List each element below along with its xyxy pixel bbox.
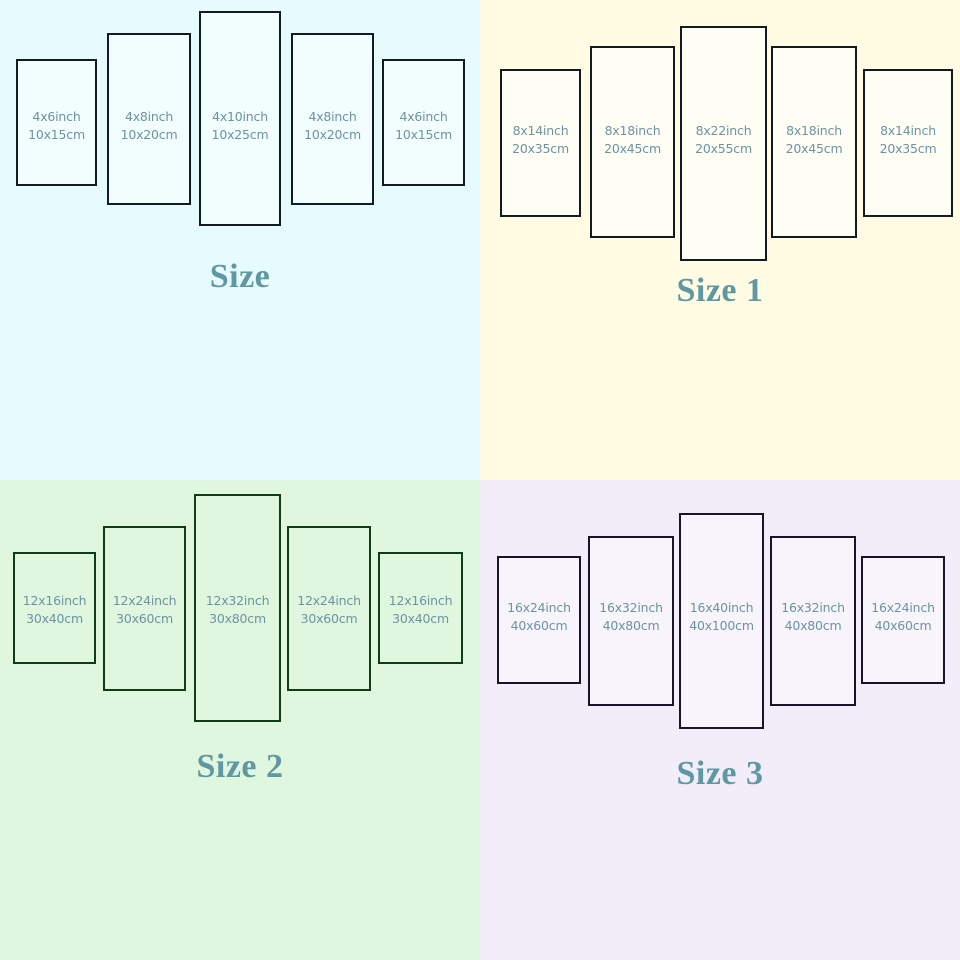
canvas-panel[interactable]: 12x32inch 30x80cm — [194, 494, 281, 722]
panel-size-cm: 10x15cm — [395, 126, 452, 142]
size-title-size-1: Size 1 — [676, 272, 764, 309]
canvas-panel[interactable]: 8x14inch 20x35cm — [863, 69, 953, 217]
canvas-panel[interactable]: 12x24inch 30x60cm — [287, 526, 371, 691]
panel-size-inch: 4x8inch — [124, 109, 174, 124]
panel-size-cm: 40x60cm — [510, 617, 568, 633]
panel-size-cm: 30x80cm — [209, 610, 266, 626]
panel-size-label: 4x10inch 10x25cm — [212, 108, 269, 144]
panel-size-label: 4x8inch 10x20cm — [121, 108, 178, 144]
panel-size-label: 16x24inch 40x60cm — [871, 599, 935, 635]
panel-cluster-size-3: 16x24inch 40x60cm 16x32inch 40x80cm 16x40inc… — [480, 480, 960, 820]
panel-size-label: 12x32inch 30x80cm — [206, 592, 270, 628]
panel-size-inch: 16x40inch — [689, 600, 754, 615]
panel-size-label: 12x16inch 30x40cm — [389, 592, 453, 628]
panel-size-cm: 20x55cm — [695, 140, 752, 156]
panel-size-inch: 8x14inch — [512, 123, 569, 138]
canvas-panel[interactable]: 16x24inch 40x60cm — [861, 556, 945, 684]
size-title-size-2: Size 2 — [196, 748, 284, 785]
panel-size-inch: 8x18inch — [786, 123, 842, 138]
canvas-panel[interactable]: 4x10inch 10x25cm — [199, 11, 281, 226]
panel-size-inch: 8x18inch — [604, 123, 661, 138]
panel-size-cm: 20x35cm — [512, 140, 569, 156]
panel-size-inch: 12x24inch — [112, 593, 177, 608]
size-title-size: Size — [209, 258, 271, 295]
quadrant-size-3: 16x24inch 40x60cm 16x32inch 40x80cm 16x40inc… — [480, 480, 960, 960]
panel-size-label: 16x32inch 40x80cm — [599, 599, 663, 635]
canvas-panel[interactable]: 4x8inch 10x20cm — [107, 33, 191, 205]
panel-size-label: 16x32inch 40x80cm — [781, 599, 845, 635]
panel-size-cm: 40x80cm — [602, 617, 660, 633]
panel-cluster-size-2: 12x16inch 30x40cm 12x24inch 30x60cm 12x32inc… — [0, 480, 480, 820]
panel-size-inch: 4x8inch — [308, 109, 357, 124]
panel-size-inch: 16x24inch — [871, 600, 935, 615]
canvas-panel[interactable]: 12x16inch 30x40cm — [13, 552, 96, 664]
panel-size-inch: 12x32inch — [205, 593, 270, 608]
panel-size-label: 12x16inch 30x40cm — [23, 592, 87, 628]
quadrant-size-2: 12x16inch 30x40cm 12x24inch 30x60cm 12x32inc… — [0, 480, 480, 960]
panel-size-label: 16x40inch 40x100cm — [689, 599, 754, 635]
panel-size-cm: 30x60cm — [116, 610, 173, 626]
panel-size-inch: 16x24inch — [507, 600, 571, 615]
panel-size-cm: 30x60cm — [300, 610, 358, 626]
panel-size-label: 8x18inch 20x45cm — [786, 122, 843, 158]
panel-size-cm: 20x45cm — [785, 140, 843, 156]
panel-size-label: 16x24inch 40x60cm — [507, 599, 571, 635]
panel-size-inch: 12x24inch — [297, 593, 361, 608]
panel-size-label: 8x18inch 20x45cm — [604, 122, 661, 158]
canvas-panel[interactable]: 16x24inch 40x60cm — [497, 556, 581, 684]
panel-size-inch: 8x22inch — [695, 123, 752, 138]
panel-cluster-size: 4x6inch 10x15cm 4x8inch 10x20cm 4x10inch 10x2… — [0, 0, 480, 340]
canvas-panel[interactable]: 12x24inch 30x60cm — [103, 526, 186, 691]
canvas-panel[interactable]: 8x18inch 20x45cm — [771, 46, 857, 238]
canvas-panel[interactable]: 8x14inch 20x35cm — [500, 69, 581, 217]
panel-size-label: 12x24inch 30x60cm — [113, 592, 177, 628]
canvas-panel[interactable]: 8x22inch 20x55cm — [680, 26, 767, 261]
panel-size-cm: 10x20cm — [304, 126, 361, 142]
quadrant-size-1: 8x14inch 20x35cm 8x18inch 20x45cm 8x22inch 20… — [480, 0, 960, 480]
canvas-panel[interactable]: 4x8inch 10x20cm — [291, 33, 374, 205]
panel-size-label: 8x22inch 20x55cm — [695, 122, 752, 158]
panel-size-cm: 10x25cm — [211, 126, 269, 142]
canvas-panel[interactable]: 16x32inch 40x80cm — [770, 536, 856, 706]
canvas-panel[interactable]: 4x6inch 10x15cm — [382, 59, 465, 186]
panel-size-inch: 12x16inch — [22, 593, 87, 608]
panel-size-cm: 20x35cm — [879, 140, 937, 156]
panel-size-cm: 40x80cm — [784, 617, 842, 633]
panel-size-cm: 40x60cm — [874, 617, 932, 633]
panel-size-inch: 16x32inch — [599, 600, 663, 615]
panel-size-label: 12x24inch 30x60cm — [297, 592, 361, 628]
panel-size-cm: 40x100cm — [689, 617, 754, 633]
panel-size-inch: 4x10inch — [212, 109, 268, 124]
panel-size-cm: 30x40cm — [392, 610, 449, 626]
canvas-panel[interactable]: 16x32inch 40x80cm — [588, 536, 674, 706]
panel-size-cm: 10x20cm — [120, 126, 178, 142]
canvas-panel[interactable]: 12x16inch 30x40cm — [378, 552, 463, 664]
panel-size-label: 8x14inch 20x35cm — [512, 122, 569, 158]
size-title-size-3: Size 3 — [676, 755, 764, 792]
panel-size-inch: 8x14inch — [880, 123, 936, 138]
panel-size-cm: 30x40cm — [26, 610, 83, 626]
panel-size-cm: 10x15cm — [28, 126, 85, 142]
panel-size-label: 4x8inch 10x20cm — [304, 108, 361, 144]
canvas-panel[interactable]: 16x40inch 40x100cm — [679, 513, 764, 729]
canvas-panel[interactable]: 4x6inch 10x15cm — [16, 59, 97, 186]
panel-size-inch: 12x16inch — [388, 593, 453, 608]
panel-size-inch: 16x32inch — [781, 600, 845, 615]
panel-size-cm: 20x45cm — [604, 140, 661, 156]
panel-cluster-size-1: 8x14inch 20x35cm 8x18inch 20x45cm 8x22inch 20… — [480, 0, 960, 340]
panel-size-label: 4x6inch 10x15cm — [395, 108, 452, 144]
canvas-panel[interactable]: 8x18inch 20x45cm — [590, 46, 675, 238]
panel-size-label: 4x6inch 10x15cm — [28, 108, 85, 144]
panel-size-label: 8x14inch 20x35cm — [880, 122, 937, 158]
panel-size-inch: 4x6inch — [399, 109, 448, 124]
quadrant-size: 4x6inch 10x15cm 4x8inch 10x20cm 4x10inch 10x2… — [0, 0, 480, 480]
panel-size-inch: 4x6inch — [32, 109, 81, 124]
